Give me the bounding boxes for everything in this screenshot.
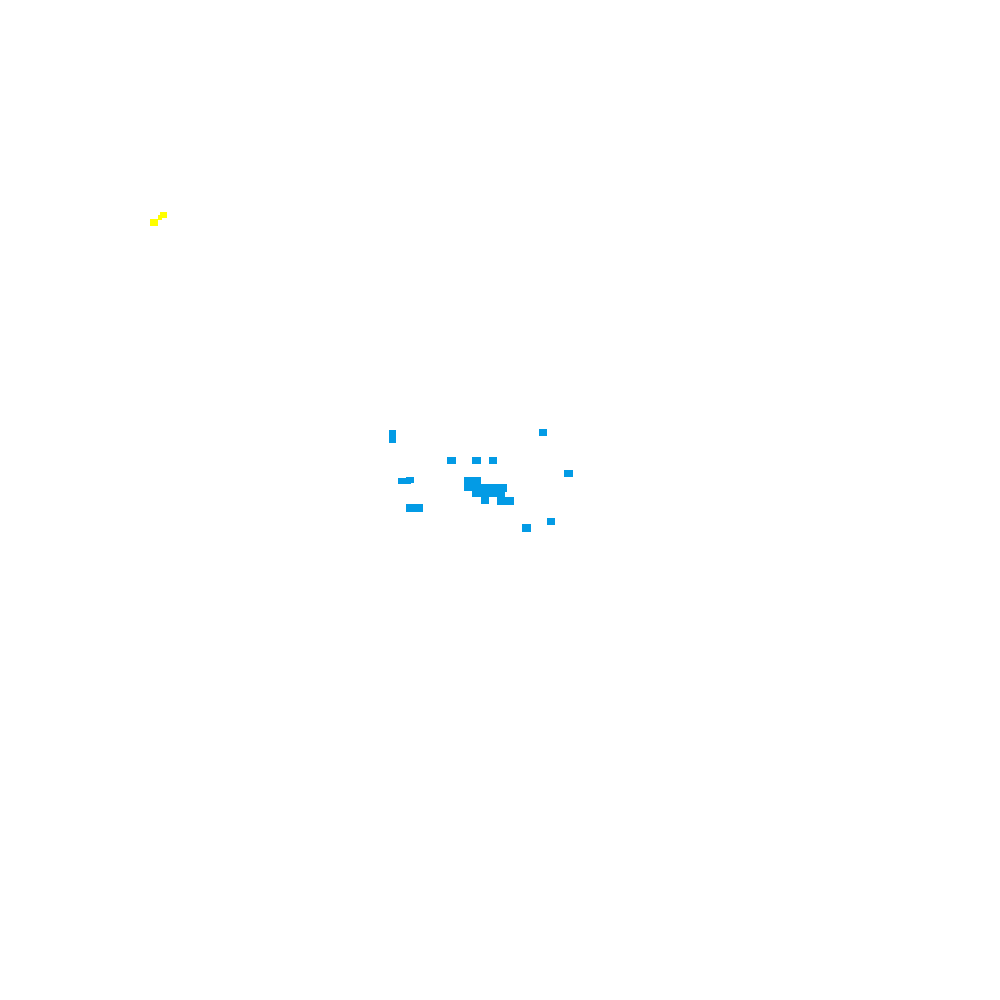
blue-pixel-block bbox=[522, 524, 531, 532]
blue-pixel-block bbox=[489, 490, 498, 496]
blue-pixel-block bbox=[472, 457, 481, 464]
blue-pixel-block bbox=[470, 477, 481, 485]
blue-pixel-block bbox=[481, 484, 507, 492]
blue-pixel-block bbox=[481, 490, 489, 494]
blue-pixel-block bbox=[406, 480, 411, 484]
blue-pixel-block bbox=[389, 435, 396, 443]
blue-pixel-block bbox=[464, 480, 470, 484]
blue-pixel-block bbox=[497, 484, 506, 492]
blue-pixel-block bbox=[539, 429, 547, 436]
blue-pixel-block bbox=[389, 432, 393, 436]
blue-pixel-block bbox=[447, 457, 456, 464]
blue-pixel-block bbox=[489, 457, 497, 464]
yellow-pixel-block bbox=[150, 219, 158, 226]
blue-pixel-block bbox=[472, 484, 481, 490]
blue-pixel-block bbox=[547, 518, 555, 525]
yellow-pixel-block bbox=[160, 212, 167, 218]
blue-pixel-block bbox=[398, 478, 407, 484]
blue-pixel-block bbox=[497, 497, 514, 505]
blue-pixel-block bbox=[564, 470, 573, 477]
blue-pixel-block bbox=[406, 504, 423, 512]
blue-pixel-block bbox=[481, 497, 489, 504]
blue-pixel-block bbox=[464, 484, 472, 491]
